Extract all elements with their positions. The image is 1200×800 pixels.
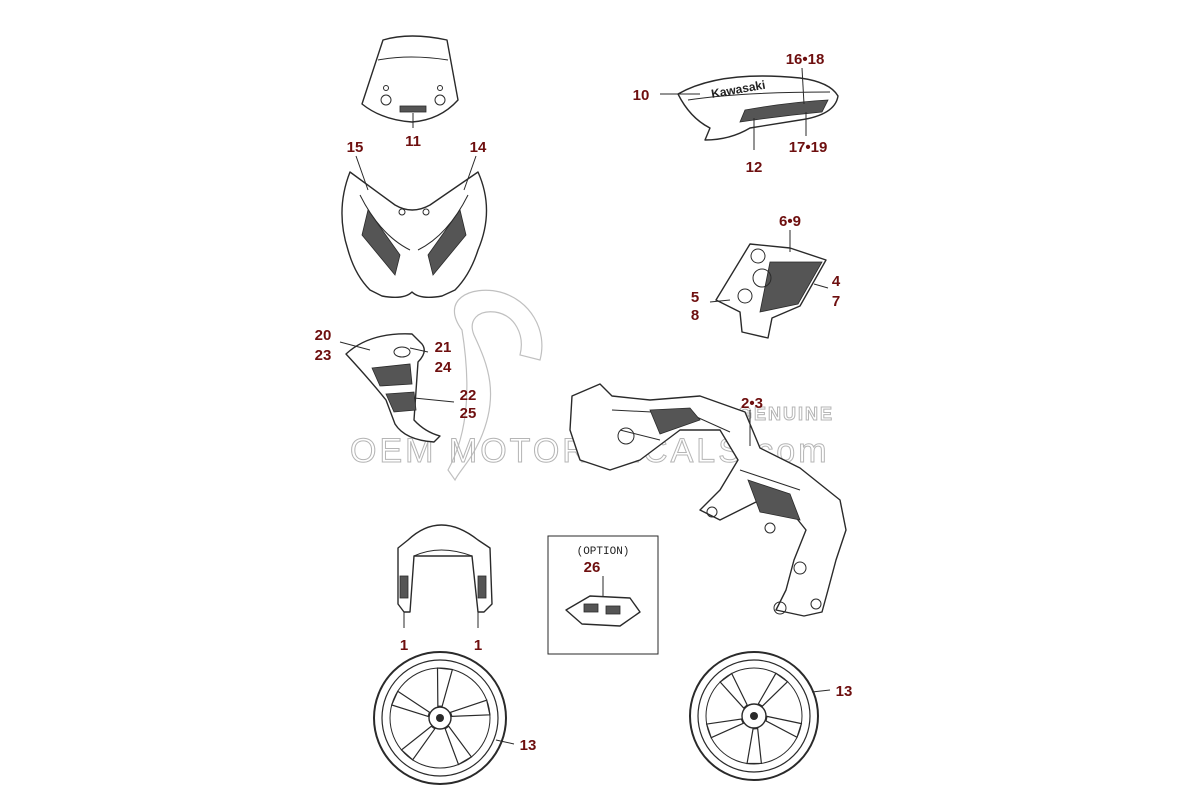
wheel-spoke bbox=[449, 699, 491, 718]
callout-guard-c: 5 bbox=[691, 289, 699, 306]
front-cowl-part: 15 14 bbox=[341, 139, 488, 299]
callout-cowl-left: 15 bbox=[347, 139, 364, 156]
callout-fork-right: 1 bbox=[474, 637, 482, 654]
callout-shroud-c: 21 bbox=[435, 339, 452, 356]
callout-fork-left: 1 bbox=[400, 637, 408, 654]
callout-shroud-b: 23 bbox=[315, 347, 332, 364]
callout-tank-top: 16•18 bbox=[786, 51, 825, 68]
heel-guard-part: 6•9 4 7 5 8 bbox=[691, 213, 841, 339]
tank-cover-part: Kawasaki 10 16•18 12 17•19 bbox=[633, 51, 839, 176]
callout-frame: 2•3 bbox=[741, 395, 763, 412]
callout-guard-a: 4 bbox=[832, 273, 841, 290]
wheel-spoke bbox=[746, 727, 763, 765]
callout-wheel-rear: 13 bbox=[836, 683, 853, 700]
callout-option-part: 26 bbox=[584, 559, 601, 576]
callout-guard-top: 6•9 bbox=[779, 213, 801, 230]
callout-shroud-a: 20 bbox=[315, 327, 332, 344]
wheel-spoke bbox=[444, 725, 473, 766]
callout-shroud-e: 22 bbox=[460, 387, 477, 404]
fork-cowl-part: 1 1 bbox=[397, 524, 493, 654]
wheel-spoke bbox=[719, 672, 748, 709]
callout-windscreen: 11 bbox=[405, 133, 421, 150]
windscreen-part: 11 bbox=[361, 35, 459, 150]
front-wheel-part: 13 bbox=[373, 651, 537, 785]
callout-shroud-f: 25 bbox=[460, 405, 477, 422]
callout-guard-d: 8 bbox=[691, 307, 699, 324]
callout-wheel-front: 13 bbox=[520, 737, 537, 754]
side-shroud-part: 20 23 21 24 22 25 bbox=[315, 327, 477, 443]
wheel-spoke bbox=[436, 667, 454, 707]
rear-wheel-part: 13 bbox=[689, 651, 853, 781]
watermark-genuine: GENUINE bbox=[738, 404, 834, 424]
callout-shroud-d: 24 bbox=[435, 359, 452, 376]
callout-guard-b: 7 bbox=[832, 293, 840, 310]
frame-part: 2•3 bbox=[569, 383, 847, 617]
callout-cowl-right: 14 bbox=[470, 139, 487, 156]
option-box-label: (OPTION) bbox=[577, 546, 630, 558]
option-box: (OPTION) 26 bbox=[547, 535, 659, 655]
callout-tank-stripe: 12 bbox=[746, 159, 763, 176]
wheel-spoke bbox=[705, 718, 745, 739]
wheel-spoke bbox=[757, 672, 789, 707]
watermark-bird-icon bbox=[447, 289, 543, 482]
callout-tank-lower: 17•19 bbox=[789, 139, 828, 156]
wheel-spoke bbox=[400, 725, 436, 761]
callout-tank-main: 10 bbox=[633, 87, 650, 104]
wheel-spoke bbox=[390, 690, 431, 718]
wheel-spoke bbox=[765, 715, 803, 739]
